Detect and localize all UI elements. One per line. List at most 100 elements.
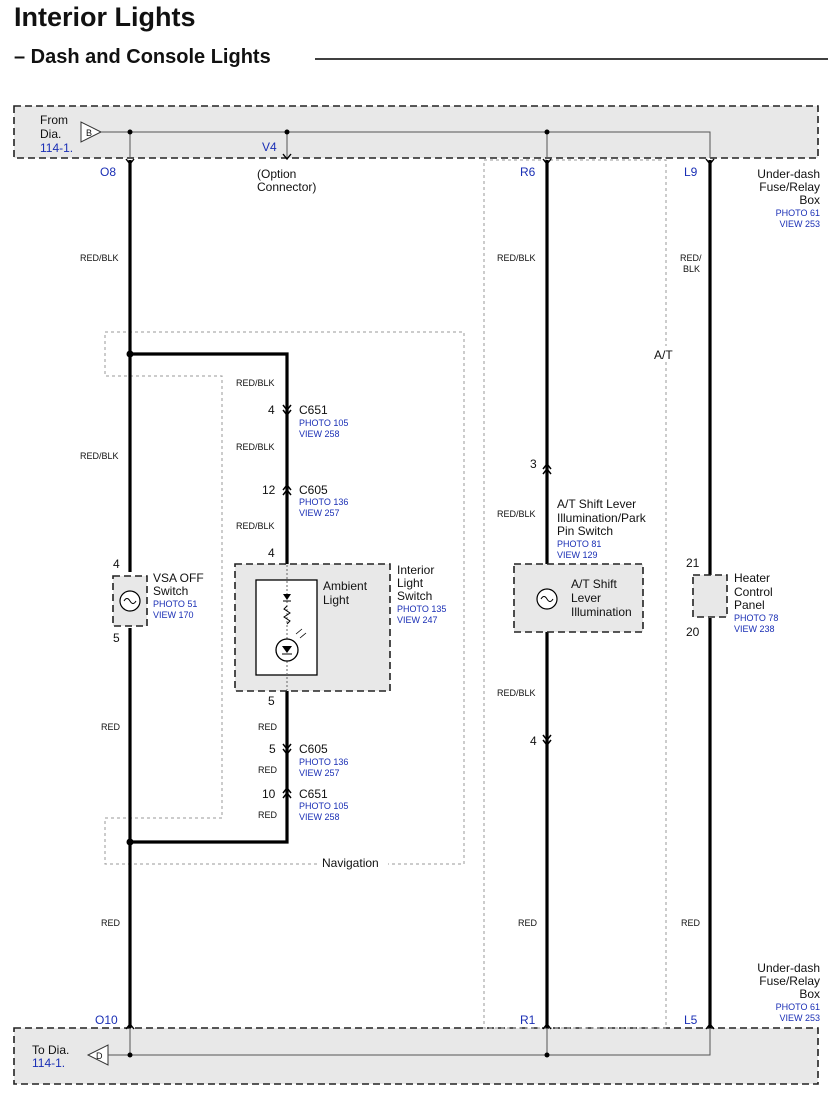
vsa-photo: PHOTO 51 bbox=[153, 599, 197, 609]
wire-label-at-mid: RED/BLK bbox=[497, 509, 536, 519]
terminal-o8: O8 bbox=[100, 165, 116, 179]
interior-switch-line2: Light bbox=[397, 576, 424, 590]
heater-pin-top: 21 bbox=[686, 556, 700, 570]
wire-label-nav-4: RED bbox=[258, 722, 278, 732]
terminal-r6: R6 bbox=[520, 165, 536, 179]
at-switch-line3: Pin Switch bbox=[557, 524, 613, 538]
ambient-label-line1: Ambient bbox=[323, 579, 368, 593]
c605-top-pin: 12 bbox=[262, 483, 276, 497]
top-dia-label: Dia. bbox=[40, 127, 61, 141]
interior-switch-view: VIEW 247 bbox=[397, 615, 438, 625]
fuse-top-photo: PHOTO 61 bbox=[776, 208, 820, 218]
c651-bottom-name: C651 bbox=[299, 787, 328, 801]
wire-label-nav-6: RED bbox=[258, 810, 278, 820]
wire-label-right-top-2: BLK bbox=[683, 264, 700, 274]
top-connector-letter: B bbox=[86, 128, 92, 138]
heater-photo: PHOTO 78 bbox=[734, 613, 778, 623]
c651-bottom-photo: PHOTO 105 bbox=[299, 801, 348, 811]
bottom-fuse-box bbox=[13, 1027, 819, 1085]
wire-label-nav-5: RED bbox=[258, 765, 278, 775]
at-connector-marks bbox=[542, 462, 552, 747]
navigation-label: Navigation bbox=[322, 856, 379, 870]
at-region bbox=[483, 159, 667, 1029]
at-illum-line1: A/T Shift bbox=[571, 577, 617, 591]
wire-label-left-low: RED bbox=[101, 722, 121, 732]
fuse-bottom-photo: PHOTO 61 bbox=[776, 1002, 820, 1012]
fuse-top-line2: Fuse/Relay bbox=[759, 180, 820, 194]
heater-line2: Control bbox=[734, 585, 773, 599]
c605-bottom-photo: PHOTO 136 bbox=[299, 757, 348, 767]
bottom-dia-ref: 114-1. bbox=[32, 1056, 65, 1070]
wire-label-right-bottom: RED bbox=[681, 918, 701, 928]
at-switch-line2: Illumination/Park bbox=[557, 511, 647, 525]
wire-nav-lower bbox=[130, 690, 289, 844]
wire-label-left-bottom: RED bbox=[101, 918, 121, 928]
at-illumination-box bbox=[513, 563, 644, 633]
interior-switch-photo: PHOTO 135 bbox=[397, 604, 446, 614]
vsa-view: VIEW 170 bbox=[153, 610, 194, 620]
at-switch-view: VIEW 129 bbox=[557, 550, 598, 560]
top-from-label: From bbox=[40, 113, 68, 127]
wire-label-at-low: RED/BLK bbox=[497, 688, 536, 698]
c605-bottom-name: C605 bbox=[299, 742, 328, 756]
fuse-top-line3: Box bbox=[799, 193, 820, 207]
terminal-arrow-marks bbox=[125, 153, 715, 1030]
fuse-bottom-line1: Under-dash bbox=[757, 961, 820, 975]
vsa-label-line1: VSA OFF bbox=[153, 571, 204, 585]
ambient-label-line2: Light bbox=[323, 593, 350, 607]
fuse-bottom-view: VIEW 253 bbox=[779, 1013, 820, 1023]
c651-bottom-view: VIEW 258 bbox=[299, 812, 340, 822]
terminal-l9: L9 bbox=[684, 165, 698, 179]
fuse-bottom-line3: Box bbox=[799, 987, 820, 1001]
navigation-region bbox=[104, 331, 465, 865]
option-connector-line2: Connector) bbox=[257, 180, 316, 194]
ambient-pin-bottom: 5 bbox=[268, 694, 275, 708]
wire-label-nav-1: RED/BLK bbox=[236, 378, 275, 388]
heater-view: VIEW 238 bbox=[734, 624, 775, 634]
top-bus bbox=[101, 131, 711, 158]
interior-switch-line1: Interior bbox=[397, 563, 434, 577]
bottom-to-label: To Dia. bbox=[32, 1043, 69, 1057]
nav-connector-marks bbox=[282, 404, 292, 799]
c651-top-view: VIEW 258 bbox=[299, 429, 340, 439]
bottom-bus bbox=[108, 1028, 711, 1056]
heater-pin-bottom: 20 bbox=[686, 625, 700, 639]
terminal-o10: O10 bbox=[95, 1013, 118, 1027]
at-illum-line3: Illumination bbox=[571, 605, 632, 619]
c651-top-photo: PHOTO 105 bbox=[299, 418, 348, 428]
c651-bottom-pin: 10 bbox=[262, 787, 276, 801]
page-title: Interior Lights bbox=[14, 2, 196, 32]
option-connector-line1: (Option bbox=[257, 167, 296, 181]
fuse-bottom-line2: Fuse/Relay bbox=[759, 974, 820, 988]
c605-top-photo: PHOTO 136 bbox=[299, 497, 348, 507]
wire-label-nav-2: RED/BLK bbox=[236, 442, 275, 452]
at-region-label: A/T bbox=[654, 348, 673, 362]
page-subtitle: – Dash and Console Lights bbox=[14, 46, 271, 68]
terminal-r1: R1 bbox=[520, 1013, 536, 1027]
c605-top-name: C605 bbox=[299, 483, 328, 497]
c605-bottom-pin: 5 bbox=[269, 742, 276, 756]
resistor-icon bbox=[283, 605, 291, 625]
fuse-top-line1: Under-dash bbox=[757, 167, 820, 181]
interior-switch-line3: Switch bbox=[397, 589, 432, 603]
vsa-pin-top: 4 bbox=[113, 557, 120, 571]
at-switch-line1: A/T Shift Lever bbox=[557, 497, 636, 511]
at-pin-3: 3 bbox=[530, 457, 537, 471]
at-pin-4: 4 bbox=[530, 734, 537, 748]
top-connector-flag bbox=[80, 121, 103, 143]
top-dia-ref: 114-1. bbox=[40, 141, 73, 155]
at-illum-line2: Lever bbox=[571, 591, 601, 605]
vsa-label-line2: Switch bbox=[153, 584, 188, 598]
c651-top-name: C651 bbox=[299, 403, 328, 417]
wire-label-at-top: RED/BLK bbox=[497, 253, 536, 263]
wire-label-at-bottom: RED bbox=[518, 918, 538, 928]
at-switch-photo: PHOTO 81 bbox=[557, 539, 601, 549]
wire-label-right-top-1: RED/ bbox=[680, 253, 702, 263]
wire-label-left-mid: RED/BLK bbox=[80, 451, 119, 461]
heater-control-box bbox=[692, 574, 728, 618]
terminal-l5: L5 bbox=[684, 1013, 698, 1027]
fuse-top-view: VIEW 253 bbox=[779, 219, 820, 229]
wire-nav-upper bbox=[130, 352, 289, 565]
ambient-pin-top: 4 bbox=[268, 546, 275, 560]
